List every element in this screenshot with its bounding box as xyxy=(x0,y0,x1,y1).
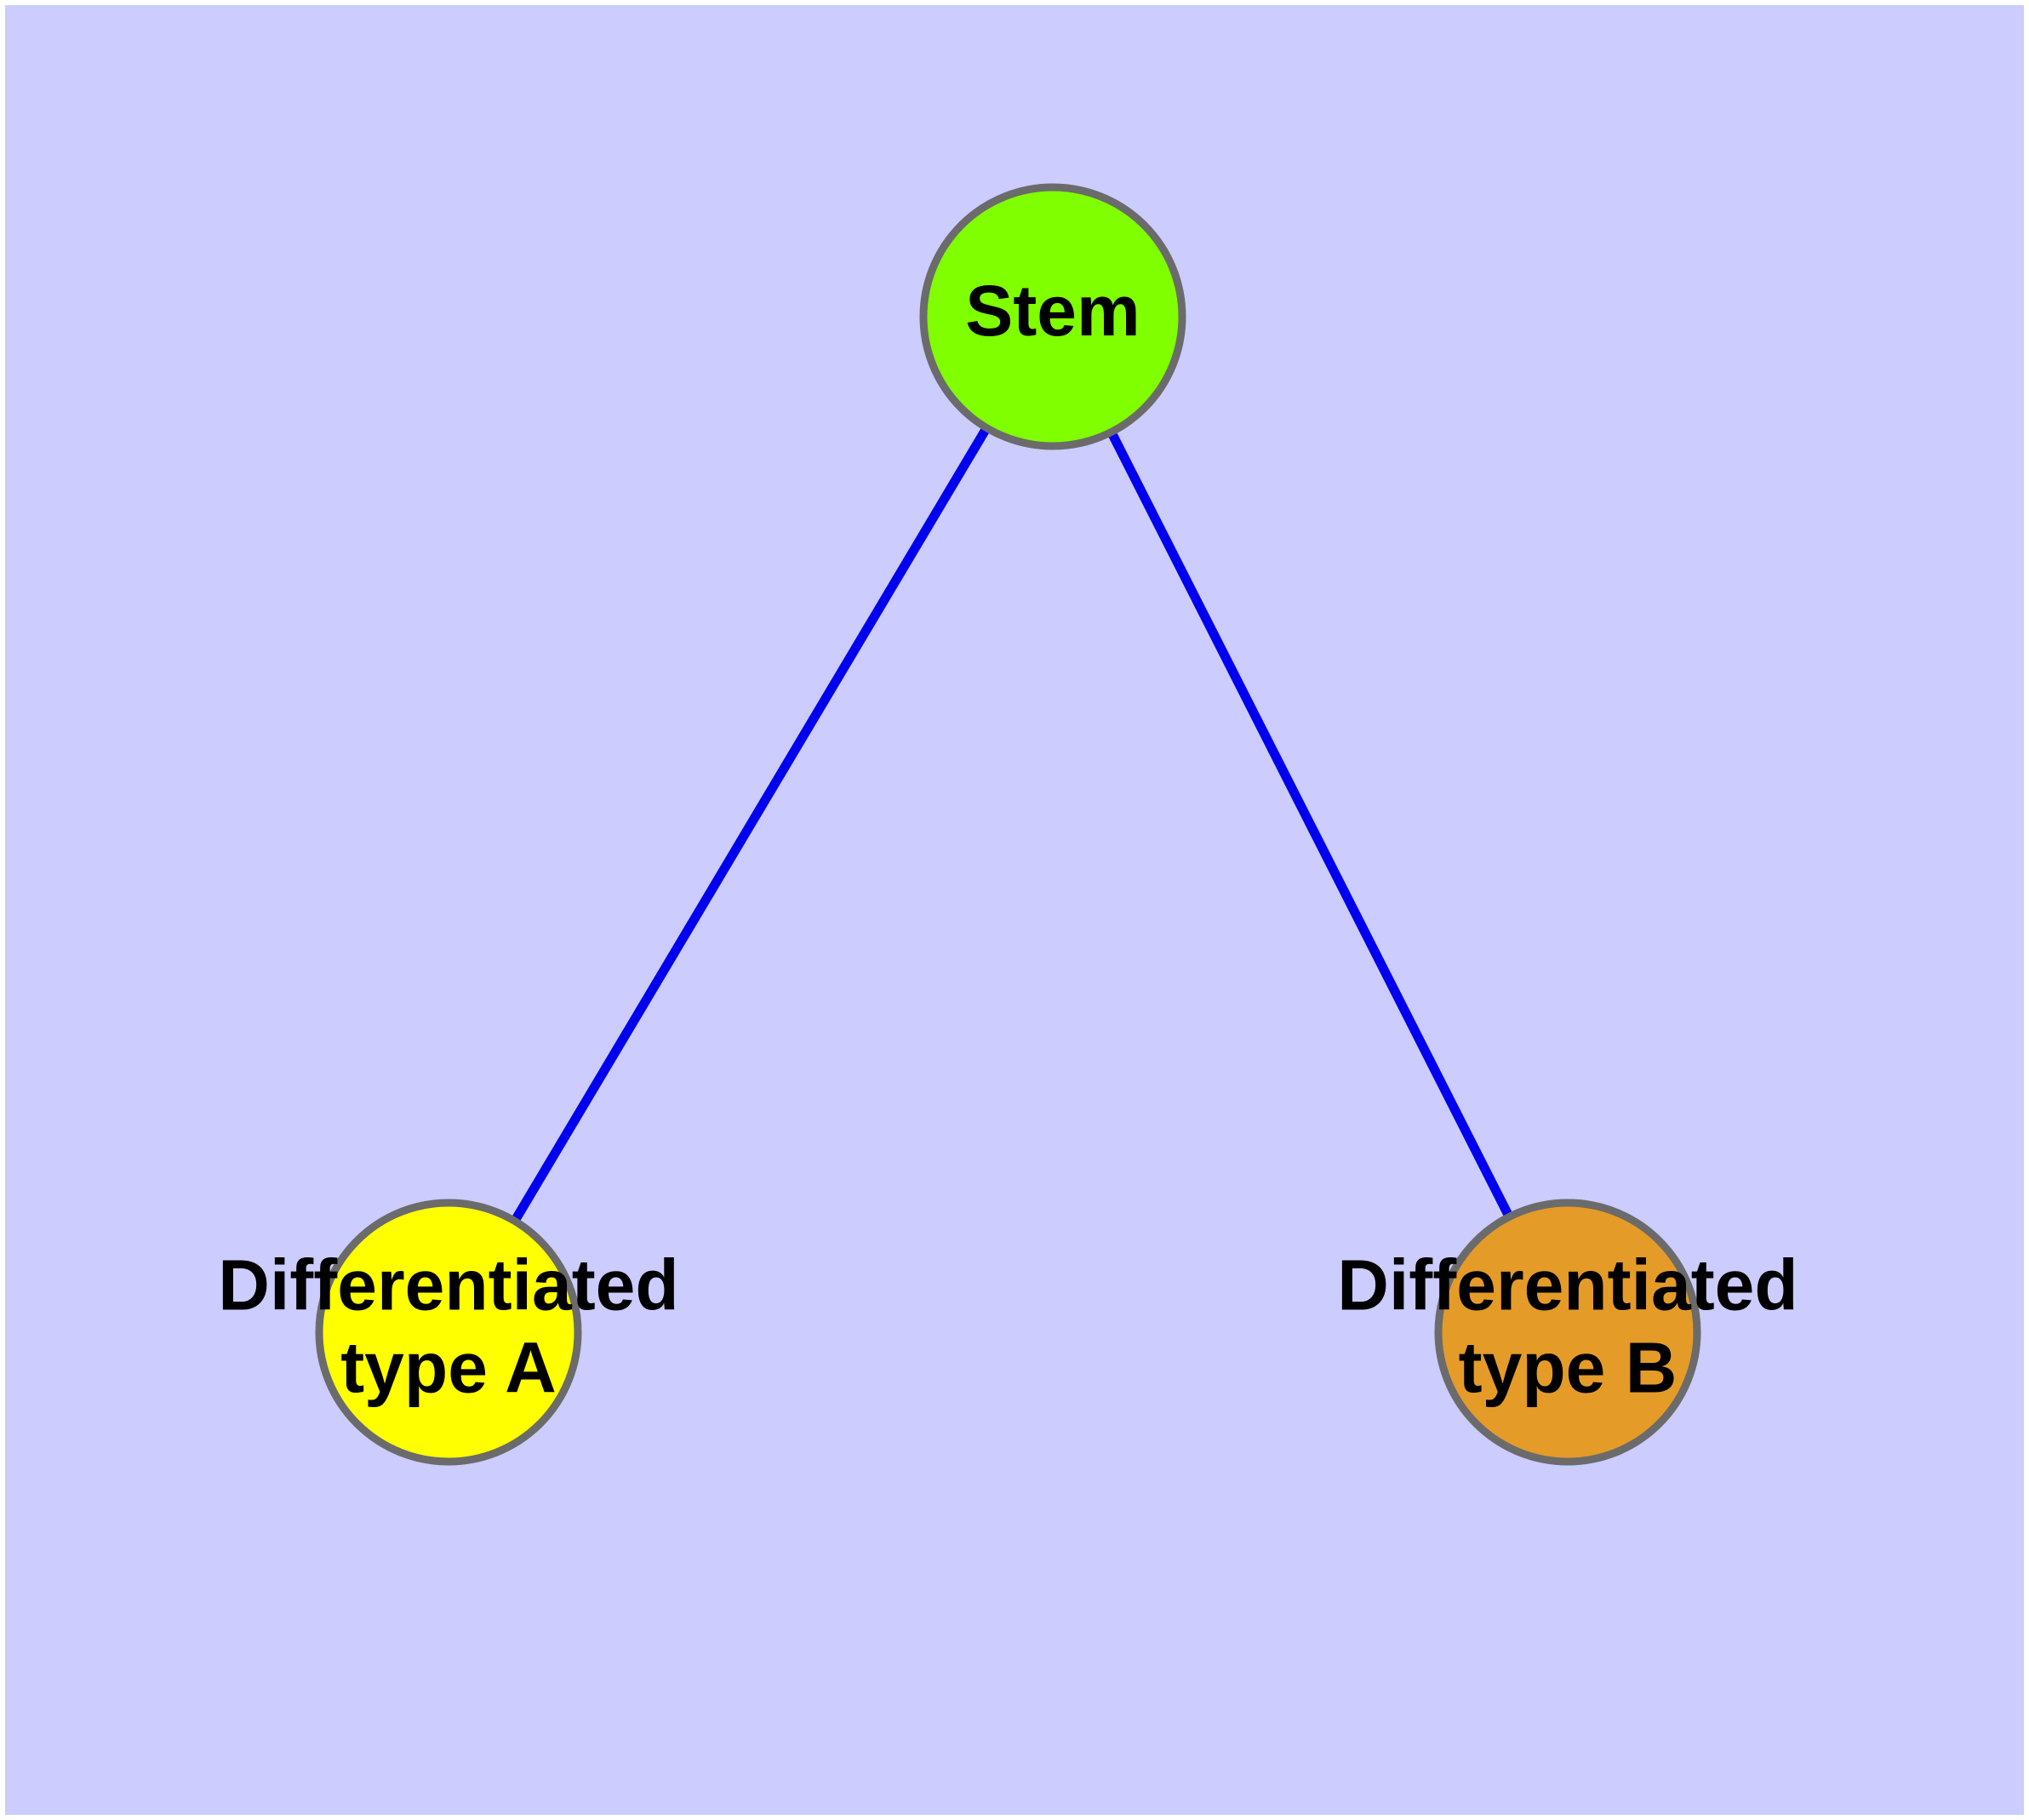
node-label-line: type A xyxy=(340,1328,557,1408)
node-label-line: Stem xyxy=(965,271,1140,351)
edges-layer xyxy=(512,427,1512,1222)
node-label-line: Differentiated xyxy=(1337,1245,1798,1325)
node-label-stem: Stem xyxy=(965,271,1140,351)
edge-stem-diff-b[interactable] xyxy=(1108,432,1512,1217)
node-circle-diff_b[interactable] xyxy=(1434,1199,1701,1466)
node-label-line: Differentiated xyxy=(218,1245,678,1325)
node-circle-stem[interactable] xyxy=(919,183,1186,450)
edge-stem-diff-a[interactable] xyxy=(512,427,990,1222)
node-circle-diff_a[interactable] xyxy=(315,1199,582,1466)
node-stem[interactable]: Stem xyxy=(919,183,1186,450)
node-label-line: type B xyxy=(1459,1328,1677,1408)
